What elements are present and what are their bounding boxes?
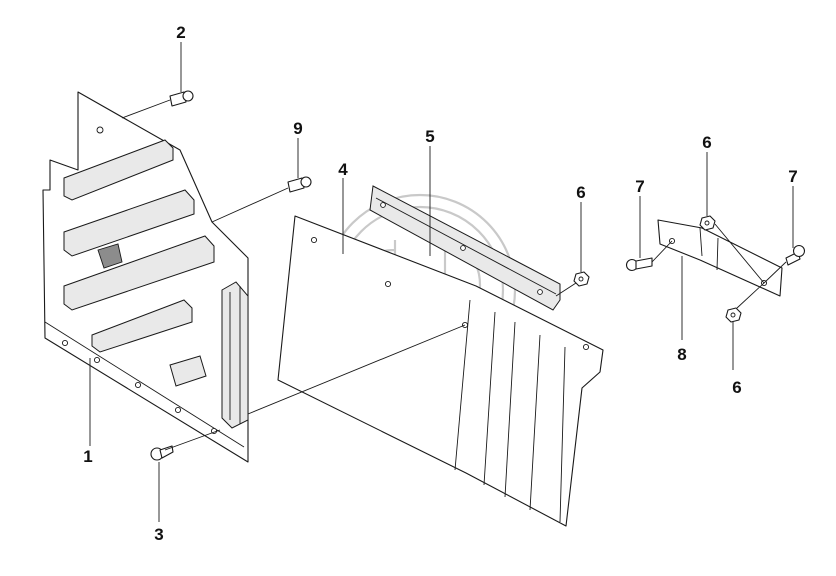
nut-6-flap xyxy=(573,271,590,287)
callout-6-flap: 6 xyxy=(576,183,585,202)
callout-6-plate-top: 6 xyxy=(702,133,711,152)
callout-4: 4 xyxy=(338,160,348,179)
leader-lines xyxy=(89,42,794,522)
small-plate xyxy=(657,219,783,297)
bolt-9 xyxy=(287,176,312,193)
nut-6-plate-bottom xyxy=(725,307,742,323)
nut-6-plate-top xyxy=(699,215,716,231)
side-bracket-panel xyxy=(42,91,249,463)
callout-9: 9 xyxy=(293,119,302,138)
callout-1: 1 xyxy=(83,447,92,466)
bolt-7-right xyxy=(785,244,806,266)
callout-7-left: 7 xyxy=(635,177,644,196)
callout-8: 8 xyxy=(677,345,686,364)
callout-7-right: 7 xyxy=(788,167,797,186)
bolt-7-left xyxy=(625,257,653,272)
callout-2: 2 xyxy=(176,23,185,42)
callout-labels: 2 9 5 4 6 6 6 7 7 8 1 3 xyxy=(83,23,797,544)
bolt-2 xyxy=(169,90,194,107)
mud-flap xyxy=(277,215,604,527)
bolt-3 xyxy=(150,445,174,461)
callout-6-plate-bottom: 6 xyxy=(732,378,741,397)
callout-3: 3 xyxy=(154,525,163,544)
clamp-strip xyxy=(369,185,561,311)
callout-5: 5 xyxy=(425,127,434,146)
